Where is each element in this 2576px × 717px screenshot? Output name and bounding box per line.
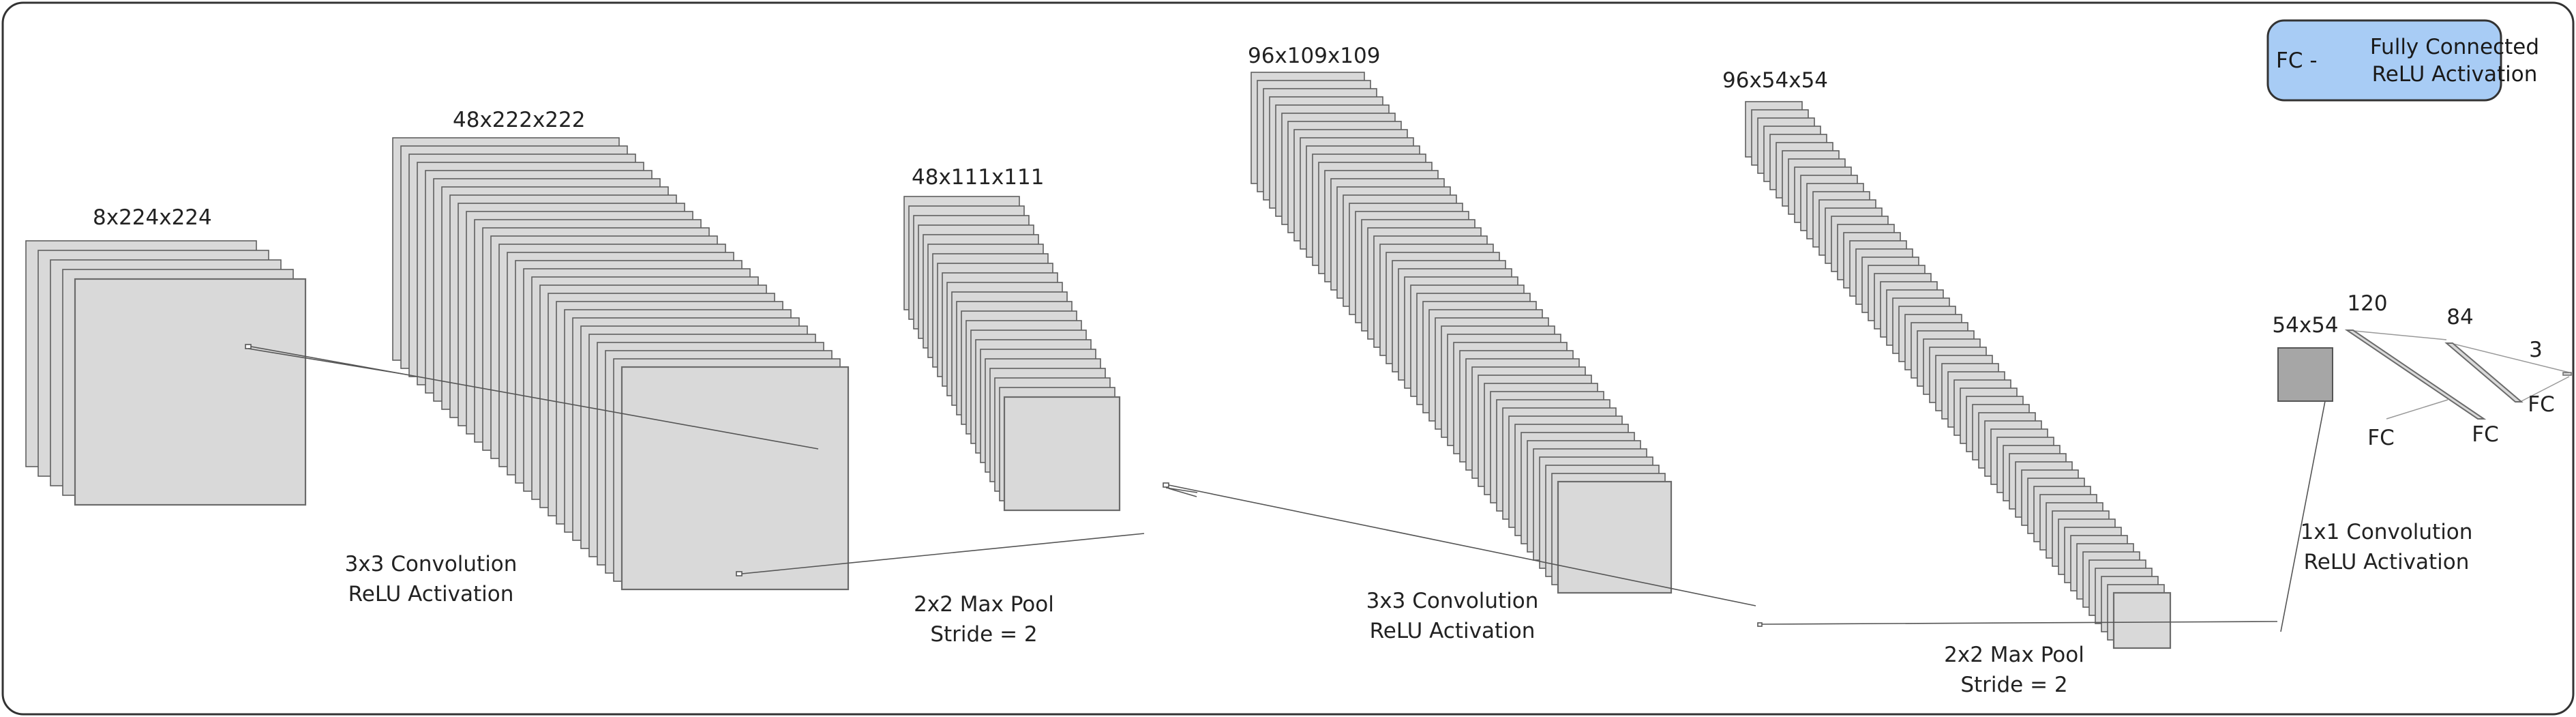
connector-lines: [245, 344, 2326, 632]
connector-line: [248, 348, 403, 375]
fc-connector: [2453, 343, 2570, 373]
stack-96x109x109: [1250, 72, 1673, 594]
kernel-marker: [1163, 482, 1169, 488]
stack-label: 96x109x109: [1248, 44, 1380, 68]
connector-line: [1165, 487, 1198, 493]
connector-line: [1168, 488, 1197, 497]
feature-map-front: [1003, 396, 1121, 512]
feature-map-front: [620, 366, 850, 591]
legend-line-1: Fully Connected: [2370, 35, 2539, 59]
operation-label: ReLU Activation: [348, 582, 514, 606]
fc-layer-120-label: 120: [2347, 291, 2387, 316]
stack-48x222x222: [392, 137, 850, 591]
flattened-map: [2277, 347, 2333, 402]
stack-label: 48x111x111: [912, 165, 1044, 190]
connector-line: [1761, 621, 2278, 625]
kernel-marker: [736, 571, 743, 576]
operation-label: 2x2 Max Pool: [1944, 643, 2084, 667]
fc-label: FC: [2367, 426, 2394, 450]
legend-abbreviation: FC -: [2276, 48, 2318, 73]
stack-label: 48x222x222: [453, 108, 585, 132]
kernel-marker: [245, 344, 252, 349]
operation-label: ReLU Activation: [1370, 619, 1536, 643]
operation-label: Stride = 2: [930, 622, 1037, 647]
legend-line-2: ReLU Activation: [2372, 62, 2538, 87]
fc-connector: [2386, 399, 2448, 420]
fc-layer-84-label: 84: [2446, 305, 2473, 330]
fc-label: FC: [2472, 422, 2498, 447]
output-layer-label: 3: [2529, 338, 2543, 362]
operation-label: 2x2 Max Pool: [914, 592, 1054, 617]
operation-label: 1x1 Convolution: [2301, 520, 2473, 544]
feature-map-front: [1557, 480, 1673, 594]
connector-line: [1168, 484, 1756, 606]
operation-label: 3x3 Convolution: [1366, 589, 1539, 613]
stack-96x54x54: [1745, 101, 2172, 649]
fc-layer-84: [2444, 342, 2523, 403]
feature-map-front: [74, 278, 307, 506]
stack-8x224x224: [25, 240, 307, 506]
legend: FC - Fully Connected ReLU Activation: [2266, 19, 2539, 102]
fc-label: FC: [2528, 392, 2554, 417]
stack-label: 8x224x224: [93, 205, 212, 230]
fc-layer-120: [2344, 330, 2487, 420]
fc-connector: [2346, 330, 2447, 340]
connector-line: [2280, 400, 2326, 632]
stack-label: 96x54x54: [1722, 68, 1828, 93]
fc-connector: [2521, 376, 2570, 402]
dense-section: [2277, 330, 2572, 420]
legend-box: [2266, 19, 2502, 102]
stack-48x111x111: [903, 196, 1121, 512]
connector-line: [250, 346, 819, 450]
output-layer-3: [2562, 372, 2572, 376]
kernel-marker: [1757, 622, 1763, 627]
feature-map-front: [2112, 591, 2172, 649]
operation-label: ReLU Activation: [2304, 550, 2470, 574]
operation-label: Stride = 2: [1960, 673, 2067, 697]
connector-line: [741, 533, 1145, 574]
flattened-map-label: 54x54: [2272, 313, 2338, 338]
operation-label: 3x3 Convolution: [345, 552, 518, 576]
